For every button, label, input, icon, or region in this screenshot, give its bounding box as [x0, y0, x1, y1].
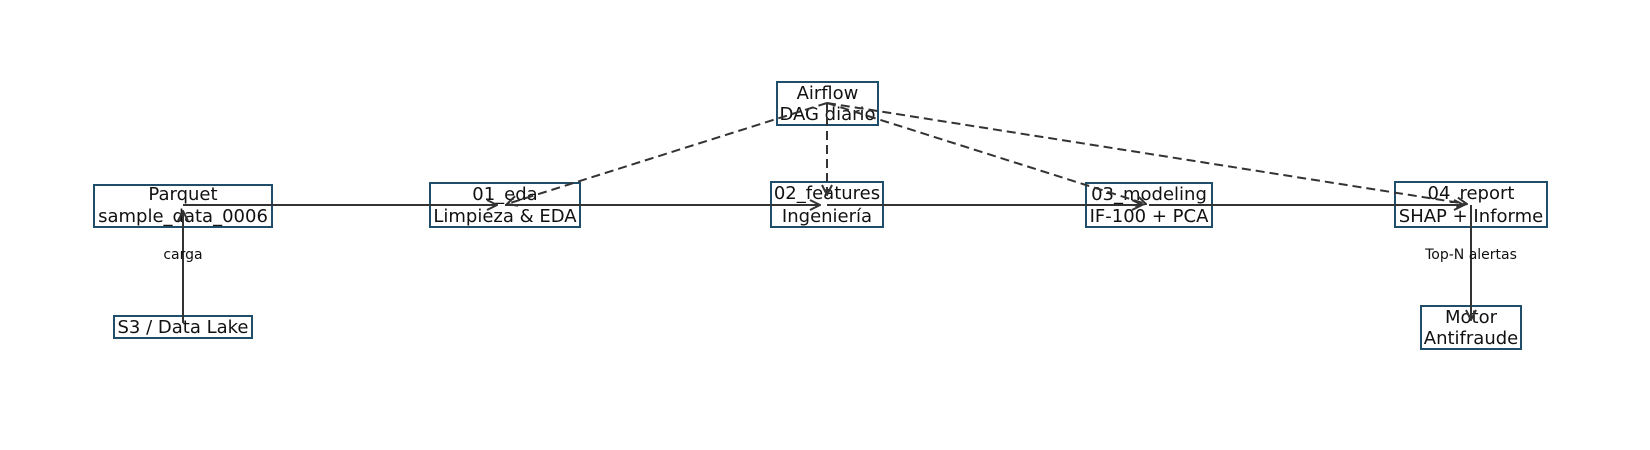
node-s3: S3 / Data Lake [113, 315, 253, 339]
node-airflow-subtitle: DAG diario [779, 104, 875, 125]
node-modeling-subtitle: IF-100 + PCA [1090, 206, 1209, 227]
node-parquet-title: Parquet [148, 184, 217, 205]
node-motor-subtitle: Antifraude [1424, 328, 1518, 349]
edge-label-topn-alertas: Top-N alertas [1424, 247, 1517, 263]
node-eda-subtitle: Limpieza & EDA [433, 206, 577, 227]
edge-label-carga: carga [163, 247, 202, 263]
node-airflow-title: Airflow [797, 83, 859, 104]
node-s3-title: S3 / Data Lake [117, 317, 248, 338]
node-eda: 01_eda Limpieza & EDA [429, 182, 581, 228]
node-features-subtitle: Ingeniería [782, 206, 872, 227]
node-report-title: 04_report [1428, 183, 1515, 204]
node-eda-title: 01_eda [472, 184, 537, 205]
node-airflow: Airflow DAG diario [776, 81, 879, 126]
node-modeling-title: 03_modeling [1091, 184, 1207, 205]
edge-airflow-to-report [826, 102, 1467, 204]
